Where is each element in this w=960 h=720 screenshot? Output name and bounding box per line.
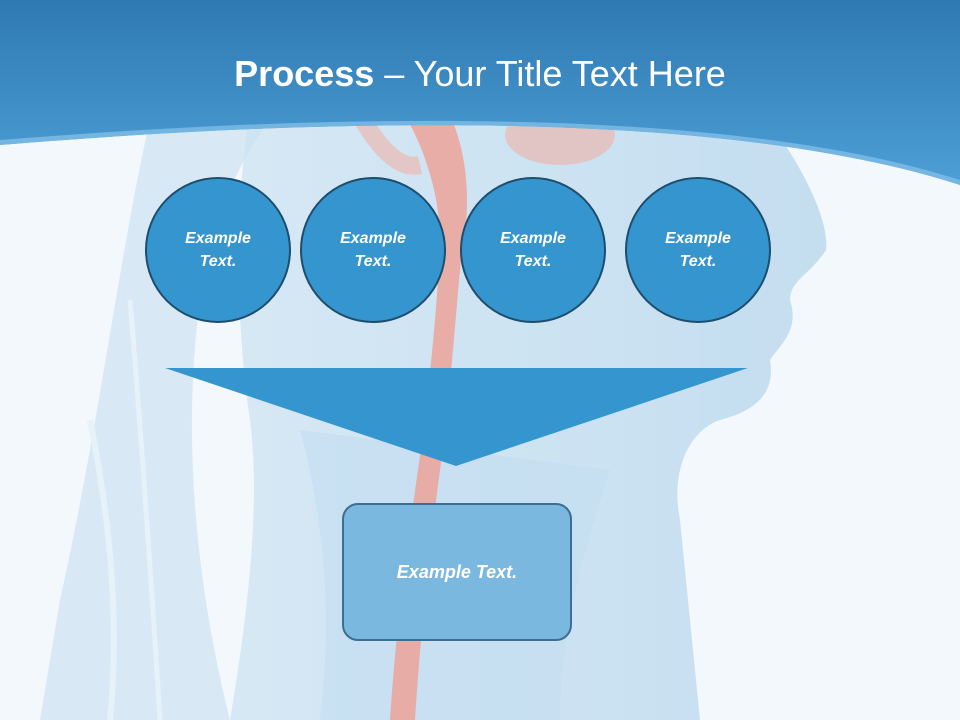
process-step-label: Example Text. — [665, 230, 731, 270]
page-title: Process – Your Title Text Here — [0, 52, 960, 96]
process-step-2: Example Text. — [300, 177, 446, 323]
process-step-label: Example Text. — [185, 230, 251, 270]
header-band — [0, 0, 960, 185]
result-box: Example Text. — [342, 503, 572, 641]
process-step-4: Example Text. — [625, 177, 771, 323]
title-rest: – Your Title Text Here — [374, 53, 726, 94]
result-label: Example Text. — [396, 561, 518, 582]
process-step-3: Example Text. — [460, 177, 606, 323]
process-step-1: Example Text. — [145, 177, 291, 323]
funnel-arrow — [165, 368, 748, 466]
process-step-label: Example Text. — [500, 230, 566, 270]
process-step-label: Example Text. — [340, 230, 406, 270]
title-bold: Process — [234, 53, 375, 94]
